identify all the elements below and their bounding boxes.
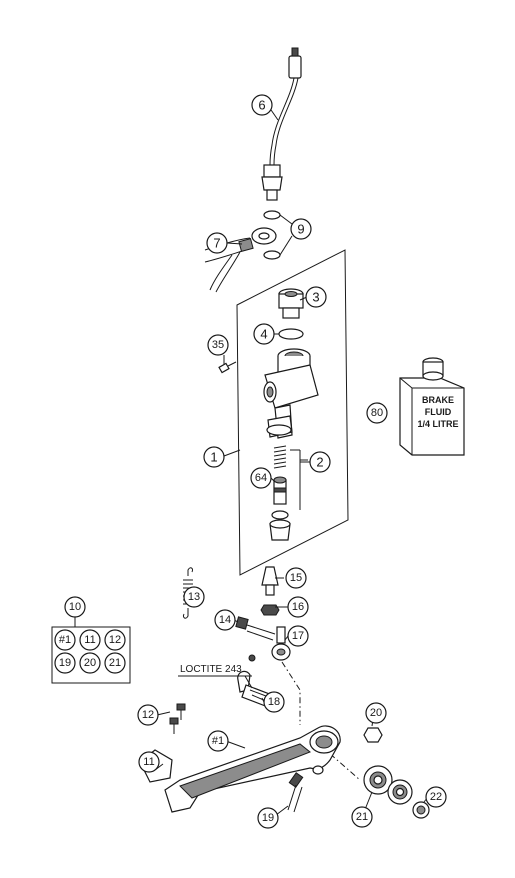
o-ring <box>278 328 304 340</box>
callout-20: 20 <box>365 702 387 724</box>
kit-item-21: 21 <box>104 652 126 674</box>
push-rod <box>261 566 279 596</box>
callout-2: 2 <box>309 451 331 473</box>
callout-4: 4 <box>253 323 275 345</box>
loctite-label: LOCTITE 243 <box>180 664 242 675</box>
callout-10: 10 <box>64 596 86 618</box>
brake-pedal-lever <box>164 725 341 813</box>
callout-21: 21 <box>351 806 373 828</box>
kit-item-19: 19 <box>54 652 76 674</box>
callout-leaders <box>156 106 429 818</box>
callout-11: 11 <box>138 751 160 773</box>
callout-35: 35 <box>207 334 229 356</box>
callout-22: 22 <box>425 786 447 808</box>
brake-hose <box>204 227 277 293</box>
bottle-label-line-2: FLUID <box>425 407 452 417</box>
svg-text:20: 20 <box>370 707 382 719</box>
callout-12: 12 <box>137 704 159 726</box>
kit-item-20: 20 <box>79 652 101 674</box>
master-cylinder-frame <box>236 249 349 576</box>
svg-text:7: 7 <box>213 236 220 251</box>
nut-20 <box>363 727 383 743</box>
svg-text:4: 4 <box>260 327 267 342</box>
link-line-main <box>281 661 301 725</box>
callout-9: 9 <box>290 218 312 240</box>
svg-text:12: 12 <box>142 709 154 721</box>
master-cylinder-body <box>263 348 319 439</box>
svg-text:6: 6 <box>258 98 265 113</box>
bottle-label-line-3: 1/4 LITRE <box>417 419 458 429</box>
callout-6: 6 <box>251 94 273 116</box>
callout-1: 1 <box>203 446 225 468</box>
kit-item-12: 12 <box>104 629 126 651</box>
piston-kit <box>269 445 308 541</box>
svg-text:17: 17 <box>292 630 304 642</box>
callout-14: 14 <box>214 609 236 631</box>
callout-7: 7 <box>206 232 228 254</box>
callout-3: 3 <box>305 286 327 308</box>
svg-text:20: 20 <box>84 657 96 669</box>
svg-text:19: 19 <box>262 812 274 824</box>
svg-text:21: 21 <box>109 657 121 669</box>
callout-13: 13 <box>183 586 205 608</box>
callout-18: 18 <box>263 691 285 713</box>
svg-text:19: 19 <box>59 657 71 669</box>
svg-text:35: 35 <box>212 339 224 351</box>
bolt-14 <box>235 616 276 641</box>
washer-upper <box>263 210 281 220</box>
svg-text:3: 3 <box>312 290 319 305</box>
reservoir-cap <box>278 288 304 319</box>
svg-text:64: 64 <box>255 472 267 484</box>
screws-12 <box>169 703 186 734</box>
svg-text:#1: #1 <box>59 634 71 646</box>
svg-text:9: 9 <box>297 222 304 237</box>
svg-text:1: 1 <box>210 450 217 465</box>
kit-item-h1: #1 <box>54 629 76 651</box>
callout-17: 17 <box>287 625 309 647</box>
svg-text:13: 13 <box>188 591 200 603</box>
callout-h1: #1 <box>207 730 229 752</box>
brake-light-switch <box>261 47 302 201</box>
svg-text:#1: #1 <box>212 735 224 747</box>
svg-text:12: 12 <box>109 634 121 646</box>
link-line-pivot <box>319 744 361 781</box>
callout-19: 19 <box>257 807 279 829</box>
brake-fluid-bottle: BRAKE FLUID 1/4 LITRE <box>399 357 465 456</box>
svg-text:21: 21 <box>356 811 368 823</box>
callout-64: 64 <box>250 467 272 489</box>
svg-text:15: 15 <box>290 572 302 584</box>
svg-text:80: 80 <box>371 407 383 419</box>
callout-16: 16 <box>287 596 309 618</box>
svg-text:11: 11 <box>84 634 95 646</box>
nut-16 <box>260 604 280 616</box>
bearings <box>363 765 413 805</box>
bottle-label-line-1: BRAKE <box>422 395 454 405</box>
washer-lower <box>263 250 281 260</box>
seal-cap <box>412 801 430 819</box>
kit-box <box>51 617 131 684</box>
svg-text:10: 10 <box>69 601 81 613</box>
kit-item-11: 11 <box>79 629 101 651</box>
svg-text:14: 14 <box>219 614 231 626</box>
svg-text:18: 18 <box>268 696 280 708</box>
bolt-19 <box>287 772 304 813</box>
clevis-17 <box>271 626 291 661</box>
screw-35 <box>218 361 237 374</box>
callout-15: 15 <box>285 567 307 589</box>
svg-text:11: 11 <box>143 756 154 768</box>
callout-80: 80 <box>366 402 388 424</box>
svg-text:2: 2 <box>316 455 323 470</box>
svg-text:22: 22 <box>430 791 442 803</box>
svg-text:16: 16 <box>292 601 304 613</box>
